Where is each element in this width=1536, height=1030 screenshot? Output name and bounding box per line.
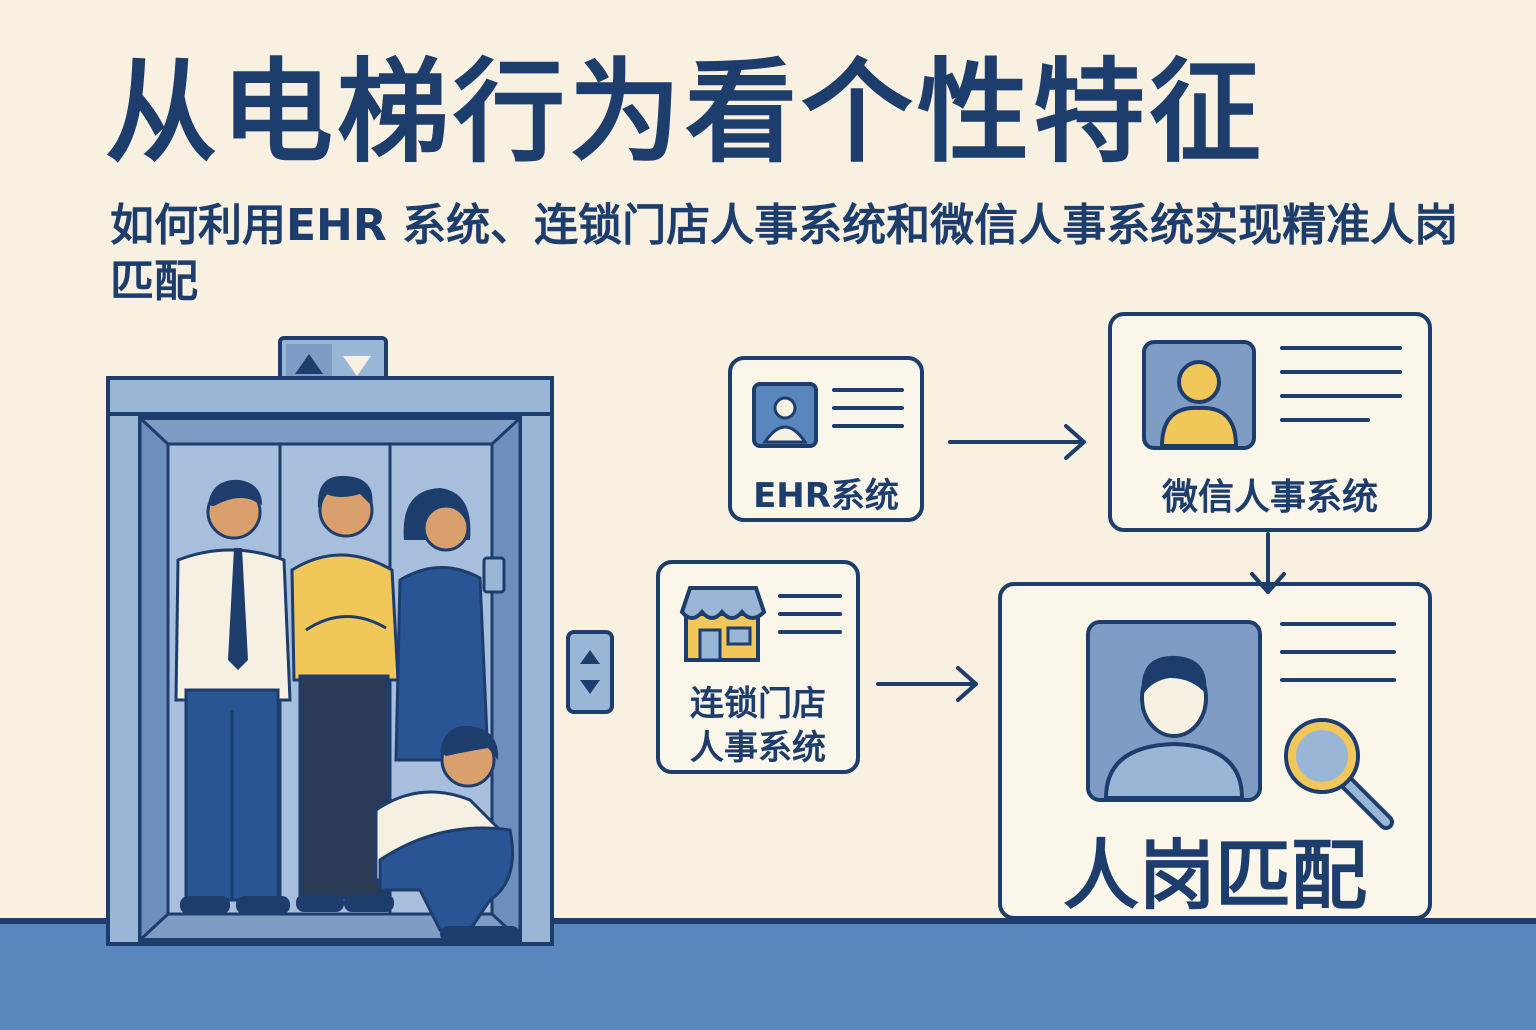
ehr-system-card: EHR系统 xyxy=(728,356,924,522)
page-subtitle: 如何利用EHR 系统、连锁门店人事系统和微信人事系统实现精准人岗匹配 xyxy=(110,200,1459,307)
up-arrow-icon xyxy=(295,354,323,374)
person-with-tie xyxy=(174,479,292,914)
elevator-call-buttons xyxy=(566,630,614,714)
user-profile-icon xyxy=(1142,340,1256,450)
person-with-phone xyxy=(394,488,506,762)
person-arms-crossed xyxy=(290,475,400,912)
arrow-ehr-to-wechat xyxy=(948,424,1086,460)
job-match-card: 人岗匹配 xyxy=(998,582,1432,920)
elevator-direction-indicator xyxy=(278,336,388,390)
page-title: 从电梯行为看个性特征 xyxy=(105,48,1265,178)
id-card-icon xyxy=(752,382,818,448)
person-crouching xyxy=(374,725,520,942)
arrow-store-to-match xyxy=(876,666,978,702)
storefront-icon xyxy=(679,586,767,662)
text-lines-icon xyxy=(832,388,904,428)
text-lines-icon xyxy=(778,594,842,634)
text-lines-icon xyxy=(1280,622,1396,682)
call-up-icon xyxy=(580,650,600,664)
down-arrow-icon xyxy=(343,356,371,376)
chain-store-label-line2: 人事系统 xyxy=(690,728,826,768)
wechat-system-card: 微信人事系统 xyxy=(1108,312,1432,532)
arrow-wechat-to-match xyxy=(1250,532,1286,594)
text-lines-icon xyxy=(1280,346,1402,422)
chain-store-label-line1: 连锁门店 xyxy=(690,684,826,724)
magnifier-icon xyxy=(1284,718,1394,830)
wechat-system-label: 微信人事系统 xyxy=(1161,477,1378,518)
candidate-avatar-icon xyxy=(1086,620,1262,802)
job-match-label: 人岗匹配 xyxy=(1063,831,1367,920)
call-down-icon xyxy=(580,680,600,694)
ehr-system-label: EHR系统 xyxy=(753,476,899,516)
chain-store-system-card: 连锁门店 人事系统 xyxy=(656,560,860,774)
